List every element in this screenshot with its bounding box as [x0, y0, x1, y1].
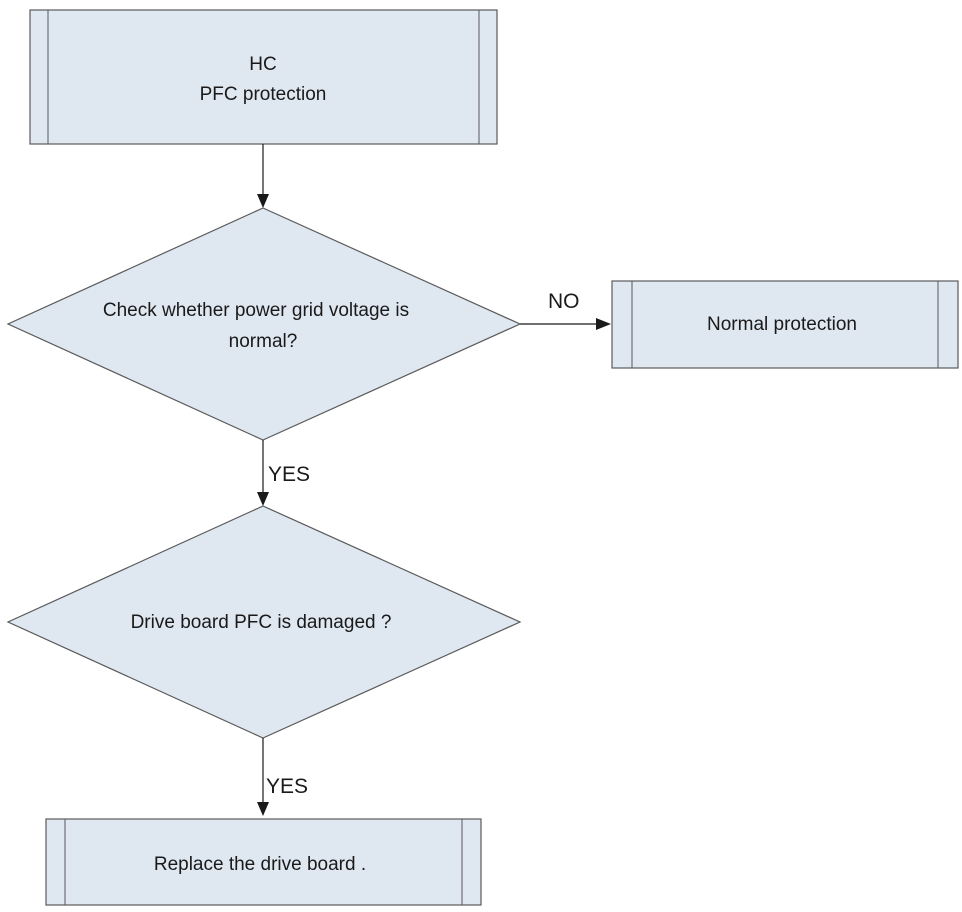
replace-drive-board-box: Replace the drive board .	[45, 818, 482, 906]
label-yes-2: YES	[266, 775, 308, 798]
connector-start-to-voltage	[257, 144, 269, 208]
connector-voltage-yes: YES	[257, 440, 310, 506]
decision-voltage: Check whether power grid voltage is norm…	[6, 207, 522, 441]
connector-no: NO	[520, 290, 611, 330]
decision-pfc: Drive board PFC is damaged ?	[6, 505, 522, 739]
decision-voltage-line2: normal?	[229, 331, 298, 352]
start-line2: PFC protection	[200, 84, 327, 105]
label-yes-1: YES	[268, 463, 310, 486]
connector-pfc-yes: YES	[257, 738, 308, 816]
decision-pfc-label: Drive board PFC is damaged ?	[131, 612, 392, 633]
replace-drive-board-label: Replace the drive board .	[154, 854, 366, 875]
decision-voltage-line1: Check whether power grid voltage is	[103, 300, 409, 321]
normal-protection-label: Normal protection	[707, 314, 857, 335]
normal-protection-box: Normal protection	[611, 280, 959, 369]
start-process-box: HC PFC protection	[29, 9, 498, 145]
start-line1: HC	[249, 54, 276, 75]
label-no: NO	[548, 290, 580, 313]
